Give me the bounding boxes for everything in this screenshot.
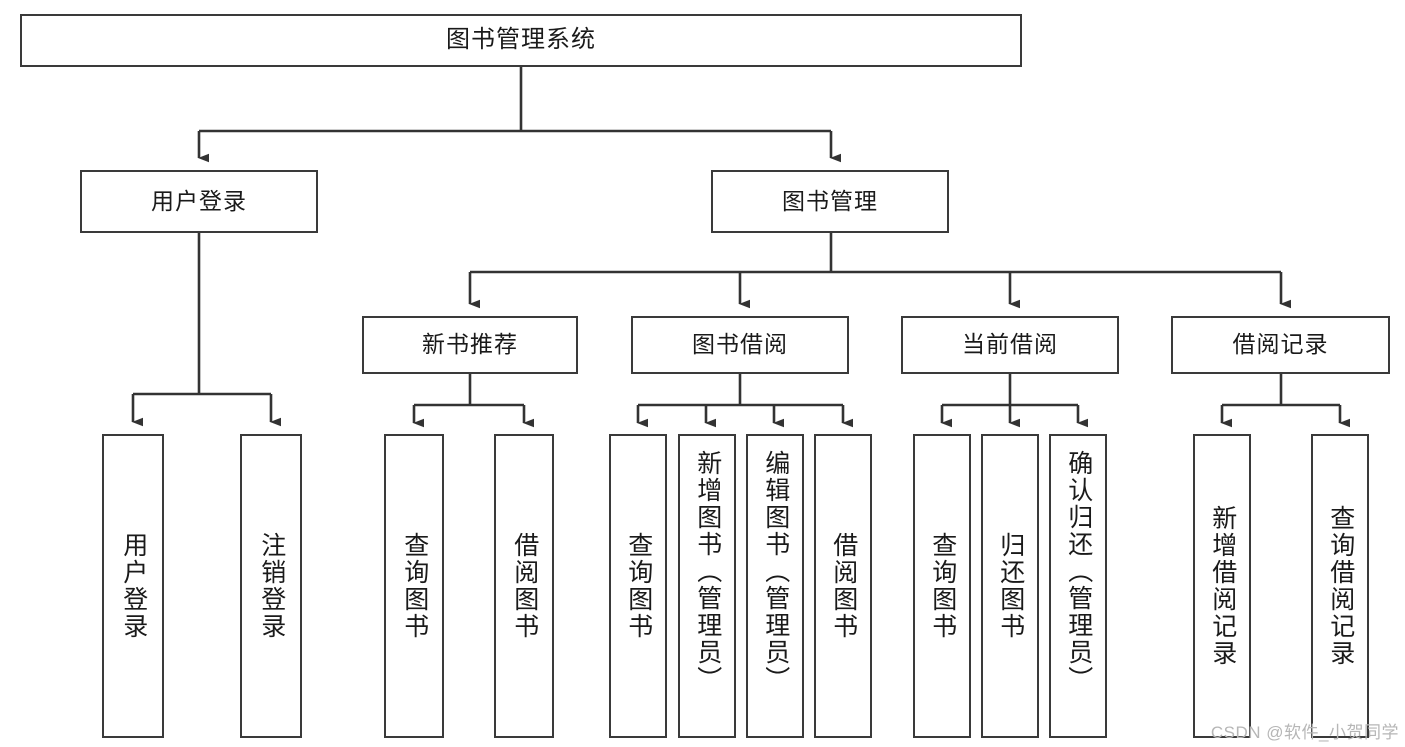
leaf-query-book-borrow[interactable]: 查询图书 [609,434,667,738]
node-label: 图书管理系统 [446,26,596,54]
leaf-logout[interactable]: 注销登录 [240,434,302,738]
csdn-watermark: CSDN @软件_小贺同学 [1210,723,1399,742]
node-borrow-record[interactable]: 借阅记录 [1171,316,1390,374]
node-label: 查询图书 [400,532,429,640]
leaf-borrow-book[interactable]: 借阅图书 [814,434,872,738]
leaf-query-borrow-record[interactable]: 查询借阅记录 [1311,434,1369,738]
node-label: 新书推荐 [422,331,518,358]
leaf-add-book-admin[interactable]: 新增图书（管理员） [678,434,736,738]
leaf-query-book-recommend[interactable]: 查询图书 [384,434,444,738]
node-label: 确认归还（管理员） [1064,450,1093,693]
node-current-borrow[interactable]: 当前借阅 [901,316,1119,374]
node-label: 用户登录 [151,187,247,214]
leaf-query-book-current[interactable]: 查询图书 [913,434,971,738]
leaf-edit-book-admin[interactable]: 编辑图书（管理员） [746,434,804,738]
node-label: 新增借阅记录 [1208,505,1237,667]
node-label: 查询图书 [928,532,957,640]
node-label: 查询借阅记录 [1326,505,1355,667]
leaf-user-login[interactable]: 用户登录 [102,434,164,738]
node-label: 图书管理 [782,187,878,214]
node-label: 查询图书 [624,532,653,640]
node-label: 借阅记录 [1232,331,1329,358]
node-label: 归还图书 [996,532,1025,640]
node-book-management-system[interactable]: 图书管理系统 [20,14,1022,67]
node-label: 新增图书（管理员） [693,450,722,693]
node-book-borrow[interactable]: 图书借阅 [631,316,849,374]
leaf-return-book[interactable]: 归还图书 [981,434,1039,738]
leaf-add-borrow-record[interactable]: 新增借阅记录 [1193,434,1251,738]
node-label: 图书借阅 [692,331,788,358]
node-user-login[interactable]: 用户登录 [80,170,318,233]
node-label: 当前借阅 [962,331,1058,358]
node-label: 用户登录 [119,532,148,640]
node-label: 编辑图书（管理员） [761,450,790,693]
node-label: 借阅图书 [510,532,539,640]
node-book-management[interactable]: 图书管理 [711,170,949,233]
node-new-book-recommend[interactable]: 新书推荐 [362,316,578,374]
leaf-confirm-return-admin[interactable]: 确认归还（管理员） [1049,434,1107,738]
leaf-borrow-book-recommend[interactable]: 借阅图书 [494,434,554,738]
node-label: 注销登录 [257,532,286,640]
node-label: 借阅图书 [829,532,858,640]
